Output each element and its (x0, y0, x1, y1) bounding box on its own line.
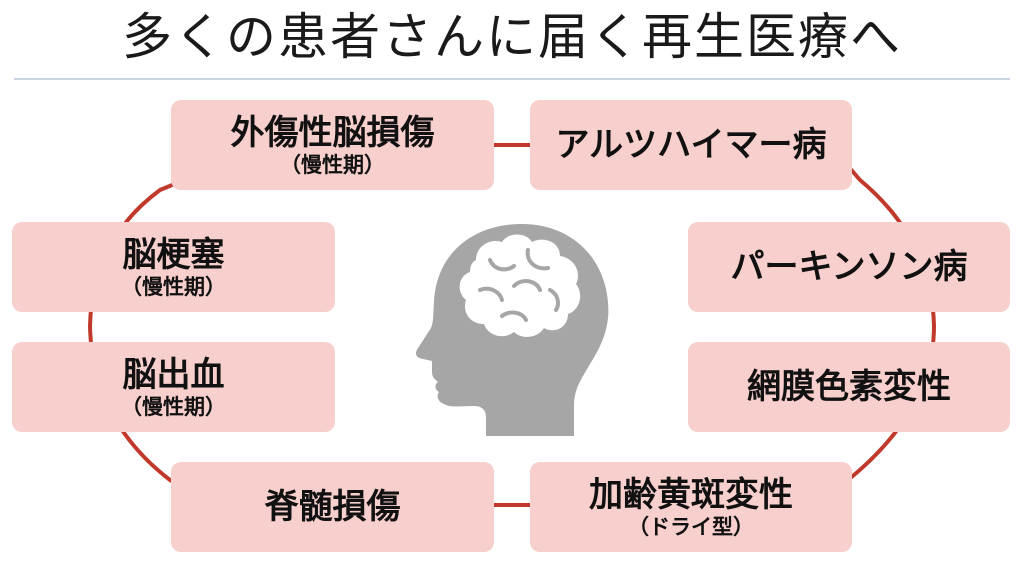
disease-qualifier: （慢性期） (121, 395, 226, 419)
disease-name: 外傷性脳損傷 (230, 113, 435, 153)
disease-name: パーキンソン病 (730, 247, 968, 287)
disease-name: 網膜色素変性 (747, 367, 951, 407)
disease-qualifier: （ドライ型） (628, 515, 754, 539)
disease-box-alzheimers: アルツハイマー病 (530, 100, 852, 190)
title-divider (14, 78, 1010, 80)
head-brain-icon (415, 224, 609, 436)
disease-qualifier: （慢性期） (280, 153, 385, 177)
disease-name: アルツハイマー病 (555, 125, 827, 165)
disease-box-macular-degeneration: 加齢黄斑変性 （ドライ型） (530, 462, 852, 552)
disease-name: 加齢黄斑変性 (589, 475, 793, 515)
disease-box-spinal-cord-injury: 脊髄損傷 (171, 462, 494, 552)
disease-name: 脳出血 (122, 355, 225, 395)
disease-name: 脳梗塞 (122, 235, 225, 275)
brain-folds (478, 248, 560, 322)
disease-box-traumatic-brain-injury: 外傷性脳損傷 （慢性期） (171, 100, 494, 190)
disease-box-cerebral-infarction: 脳梗塞 （慢性期） (12, 222, 335, 312)
disease-qualifier: （慢性期） (121, 275, 226, 299)
page-title: 多くの患者さんに届く再生医療へ (122, 8, 902, 66)
disease-name: 脊髄損傷 (264, 487, 401, 527)
disease-box-parkinsons: パーキンソン病 (688, 222, 1010, 312)
disease-box-cerebral-hemorrhage: 脳出血 （慢性期） (12, 342, 335, 432)
disease-box-retinitis-pigmentosa: 網膜色素変性 (688, 342, 1010, 432)
